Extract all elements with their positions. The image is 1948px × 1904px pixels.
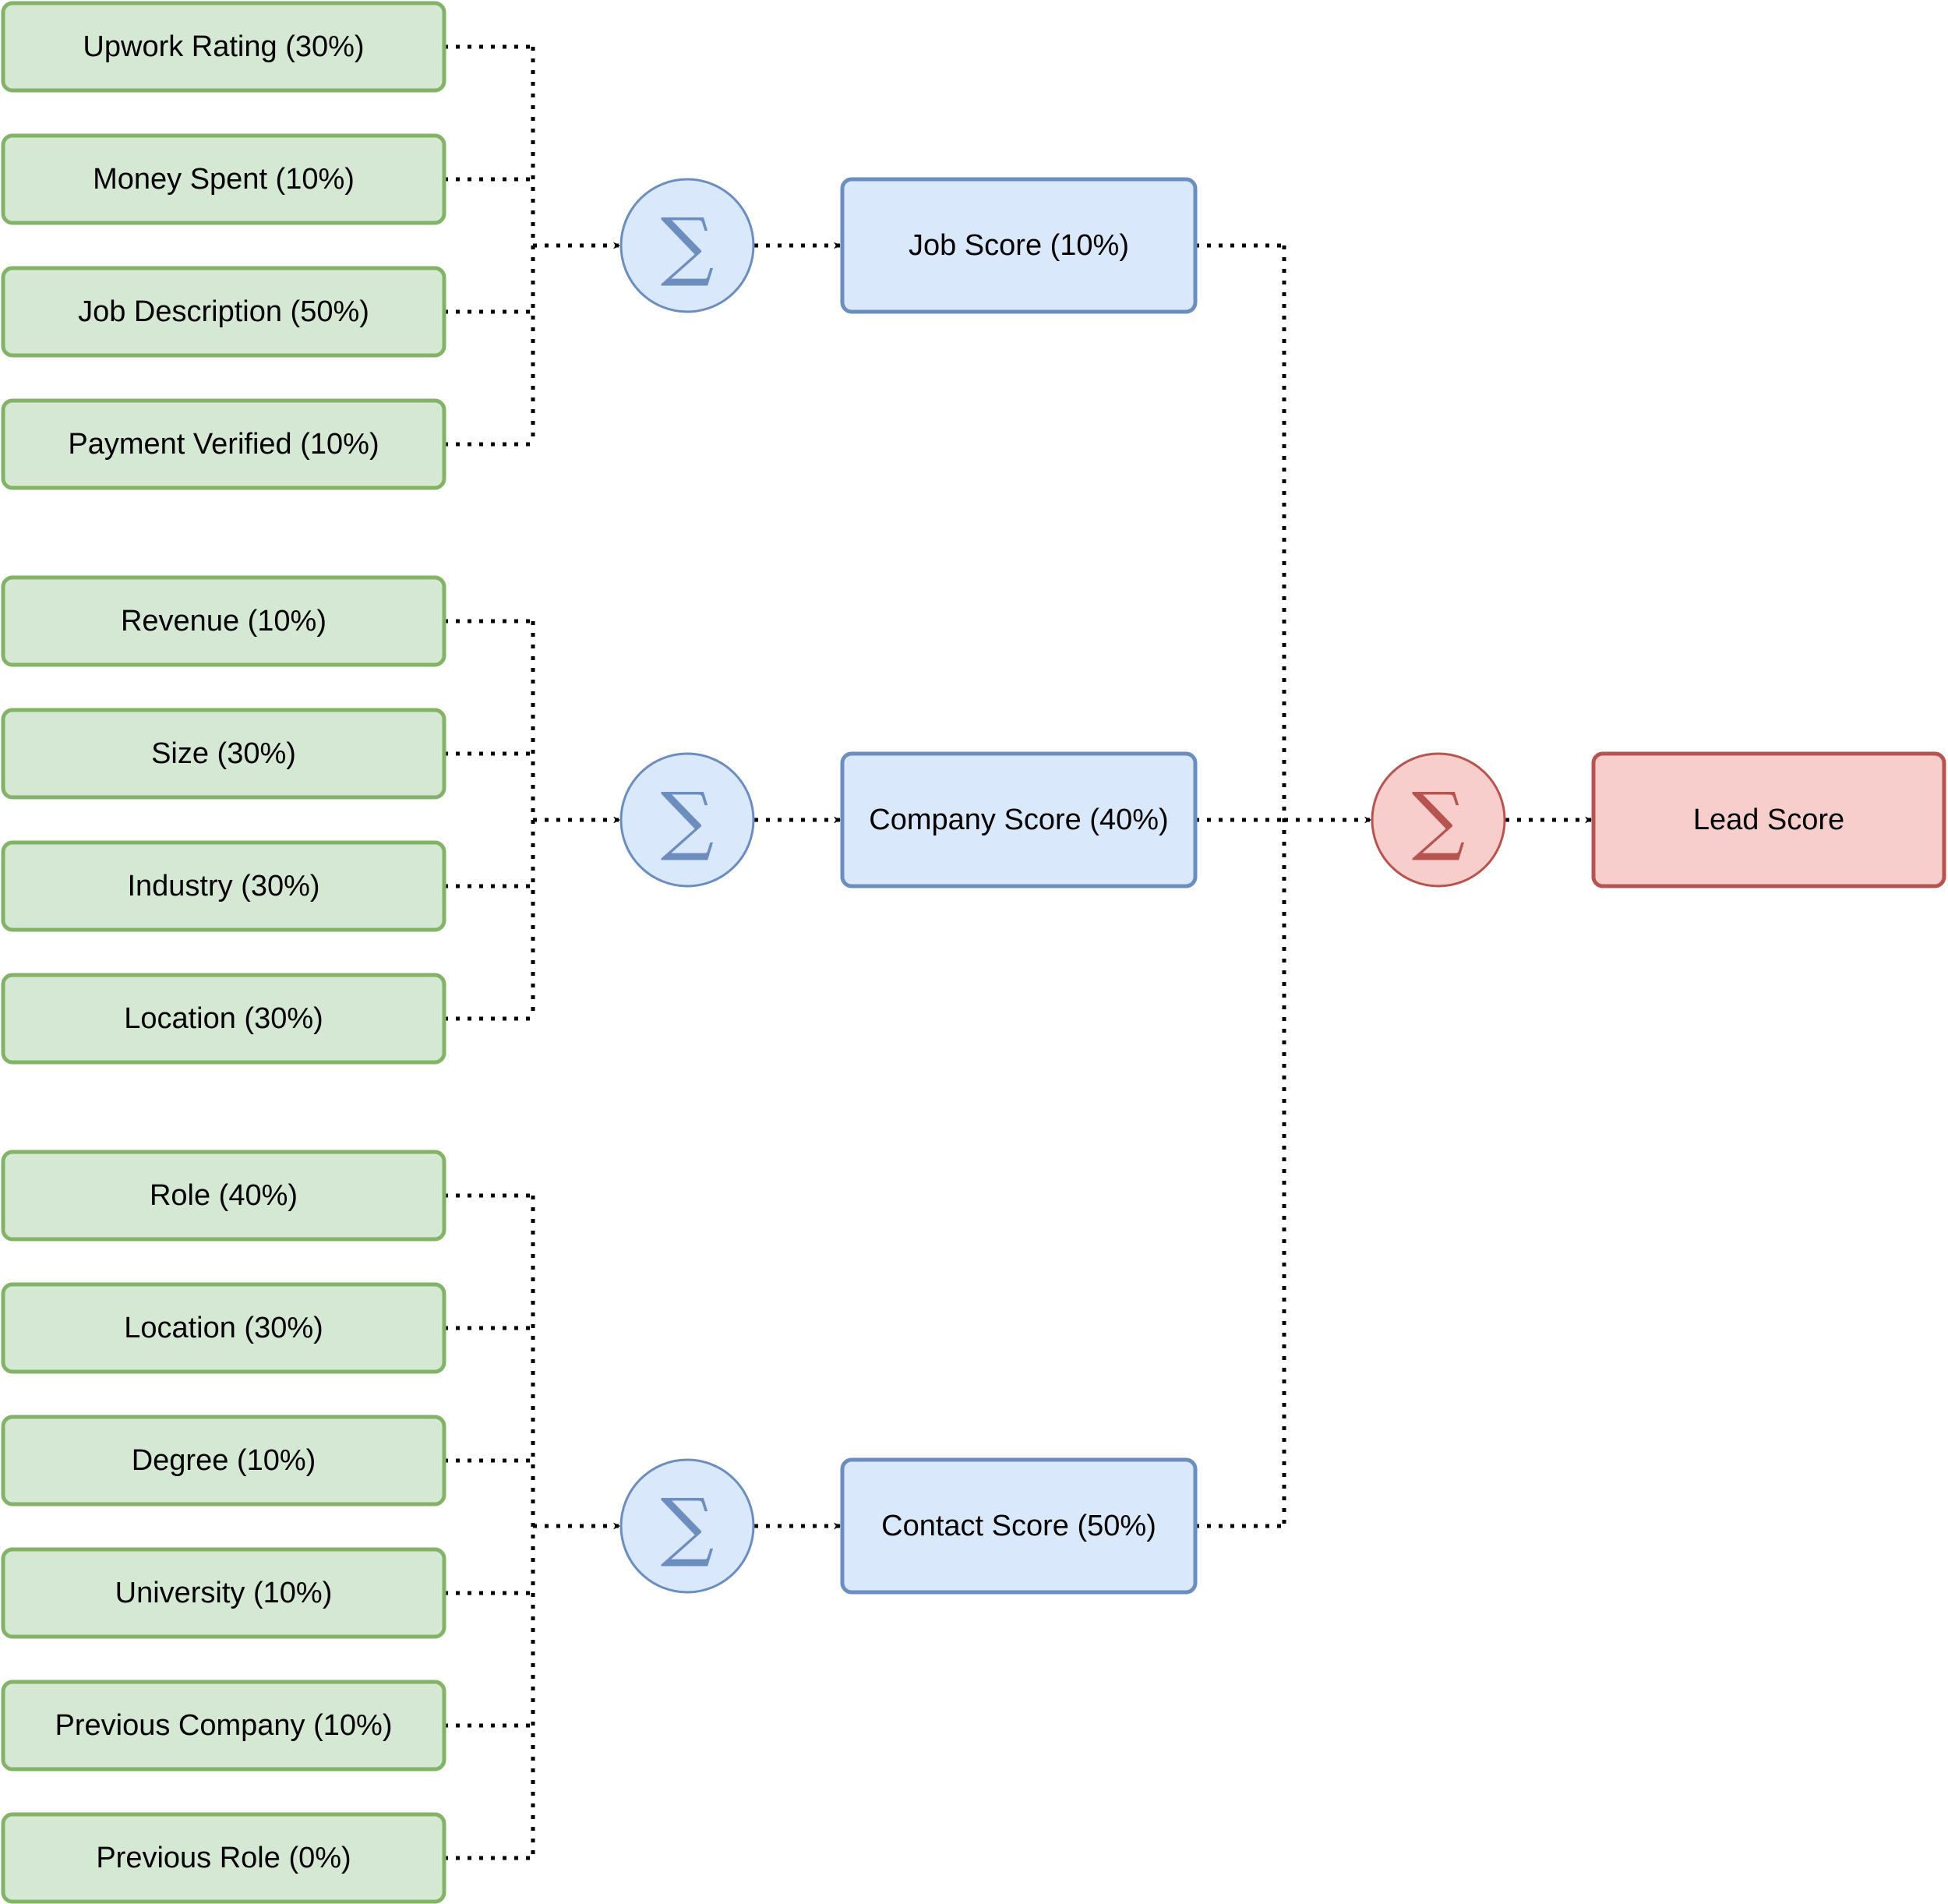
group-1-input-2-box bbox=[1, 840, 446, 932]
lead-score-label: Lead Score bbox=[1693, 804, 1844, 836]
group-0-input-0: Upwork Rating (30%) bbox=[1, 1, 446, 93]
group-2-sum-node-circle bbox=[619, 1458, 755, 1594]
group-0-input-1-label: Money Spent (10%) bbox=[93, 163, 355, 196]
group-0-input-2-label: Job Description (50%) bbox=[78, 295, 369, 328]
group-1-score: Company Score (40%) bbox=[840, 751, 1198, 888]
group-2-sum-node: ∑ bbox=[619, 1458, 755, 1594]
group-2-input-2: Degree (10%) bbox=[1, 1415, 446, 1507]
group-2-input-1-label: Location (30%) bbox=[124, 1312, 323, 1344]
group-0-sum-node-symbol: ∑ bbox=[661, 202, 715, 289]
group-0-sum-node-circle bbox=[619, 178, 755, 313]
group-2-input-2-label: Degree (10%) bbox=[132, 1444, 316, 1477]
group-0-input-3-label: Payment Verified (10%) bbox=[68, 428, 379, 461]
group-0-input-0-label: Upwork Rating (30%) bbox=[83, 30, 364, 63]
group-1-score-box bbox=[840, 751, 1198, 888]
group-2-input-5-box bbox=[1, 1812, 446, 1904]
group-0-sum-node: ∑ bbox=[619, 178, 755, 313]
group-2-score-box bbox=[840, 1457, 1198, 1595]
group-2-input-5-label: Previous Role (0%) bbox=[96, 1842, 351, 1874]
lead-score-box bbox=[1591, 751, 1946, 888]
group-1-score-label: Company Score (40%) bbox=[869, 804, 1168, 836]
group-0-input-1-box bbox=[1, 133, 446, 225]
group-2-input-3: University (10%) bbox=[1, 1547, 446, 1639]
final-sum-node-symbol: ∑ bbox=[1412, 776, 1466, 864]
group-0-input-3: Payment Verified (10%) bbox=[1, 398, 446, 490]
group-2-score: Contact Score (50%) bbox=[840, 1457, 1198, 1595]
group-2-input-5: Previous Role (0%) bbox=[1, 1812, 446, 1904]
group-0-score-label: Job Score (10%) bbox=[909, 229, 1129, 262]
group-1-input-1: Size (30%) bbox=[1, 708, 446, 800]
lead-score: Lead Score bbox=[1591, 751, 1946, 888]
group-2-input-2-box bbox=[1, 1415, 446, 1507]
group-1-sum-node: ∑ bbox=[619, 752, 755, 888]
group-1-input-3-label: Location (30%) bbox=[124, 1002, 323, 1035]
group-2-input-0-box bbox=[1, 1150, 446, 1242]
group-0-input-3-box bbox=[1, 398, 446, 490]
group-2-input-1: Location (30%) bbox=[1, 1282, 446, 1374]
group-2-input-4-label: Previous Company (10%) bbox=[55, 1709, 393, 1742]
group-1-input-2: Industry (30%) bbox=[1, 840, 446, 932]
group-0-score: Job Score (10%) bbox=[840, 177, 1198, 314]
group-1-input-0-box bbox=[1, 575, 446, 667]
connectors bbox=[444, 44, 1592, 1860]
group-1-input-3: Location (30%) bbox=[1, 973, 446, 1065]
group-0-input-2: Job Description (50%) bbox=[1, 266, 446, 358]
group-2-sum-node-symbol: ∑ bbox=[661, 1482, 715, 1570]
group-1-input-1-box bbox=[1, 708, 446, 800]
group-0-score-box bbox=[840, 177, 1198, 314]
final-sum-node-circle bbox=[1371, 752, 1506, 888]
group-1-input-0-label: Revenue (10%) bbox=[121, 605, 326, 638]
final-sum-node: ∑ bbox=[1371, 752, 1506, 888]
group-0-input-2-box bbox=[1, 266, 446, 358]
group-2-input-1-box bbox=[1, 1282, 446, 1374]
group-2-input-0-label: Role (40%) bbox=[150, 1179, 298, 1212]
group-1-input-0: Revenue (10%) bbox=[1, 575, 446, 667]
group-1-input-1-label: Size (30%) bbox=[151, 737, 296, 770]
group-1-input-3-box bbox=[1, 973, 446, 1065]
group-1-sum-node-circle bbox=[619, 752, 755, 888]
group-0-input-0-box bbox=[1, 1, 446, 93]
group-2-input-3-label: University (10%) bbox=[115, 1577, 333, 1609]
group-2-score-label: Contact Score (50%) bbox=[881, 1510, 1156, 1542]
group-2-input-3-box bbox=[1, 1547, 446, 1639]
group-2-input-0: Role (40%) bbox=[1, 1150, 446, 1242]
group-2-input-4: Previous Company (10%) bbox=[1, 1680, 446, 1772]
group-1-input-2-label: Industry (30%) bbox=[127, 870, 319, 903]
group-2-input-4-box bbox=[1, 1680, 446, 1772]
group-0-input-1: Money Spent (10%) bbox=[1, 133, 446, 225]
group-1-sum-node-symbol: ∑ bbox=[661, 776, 715, 864]
